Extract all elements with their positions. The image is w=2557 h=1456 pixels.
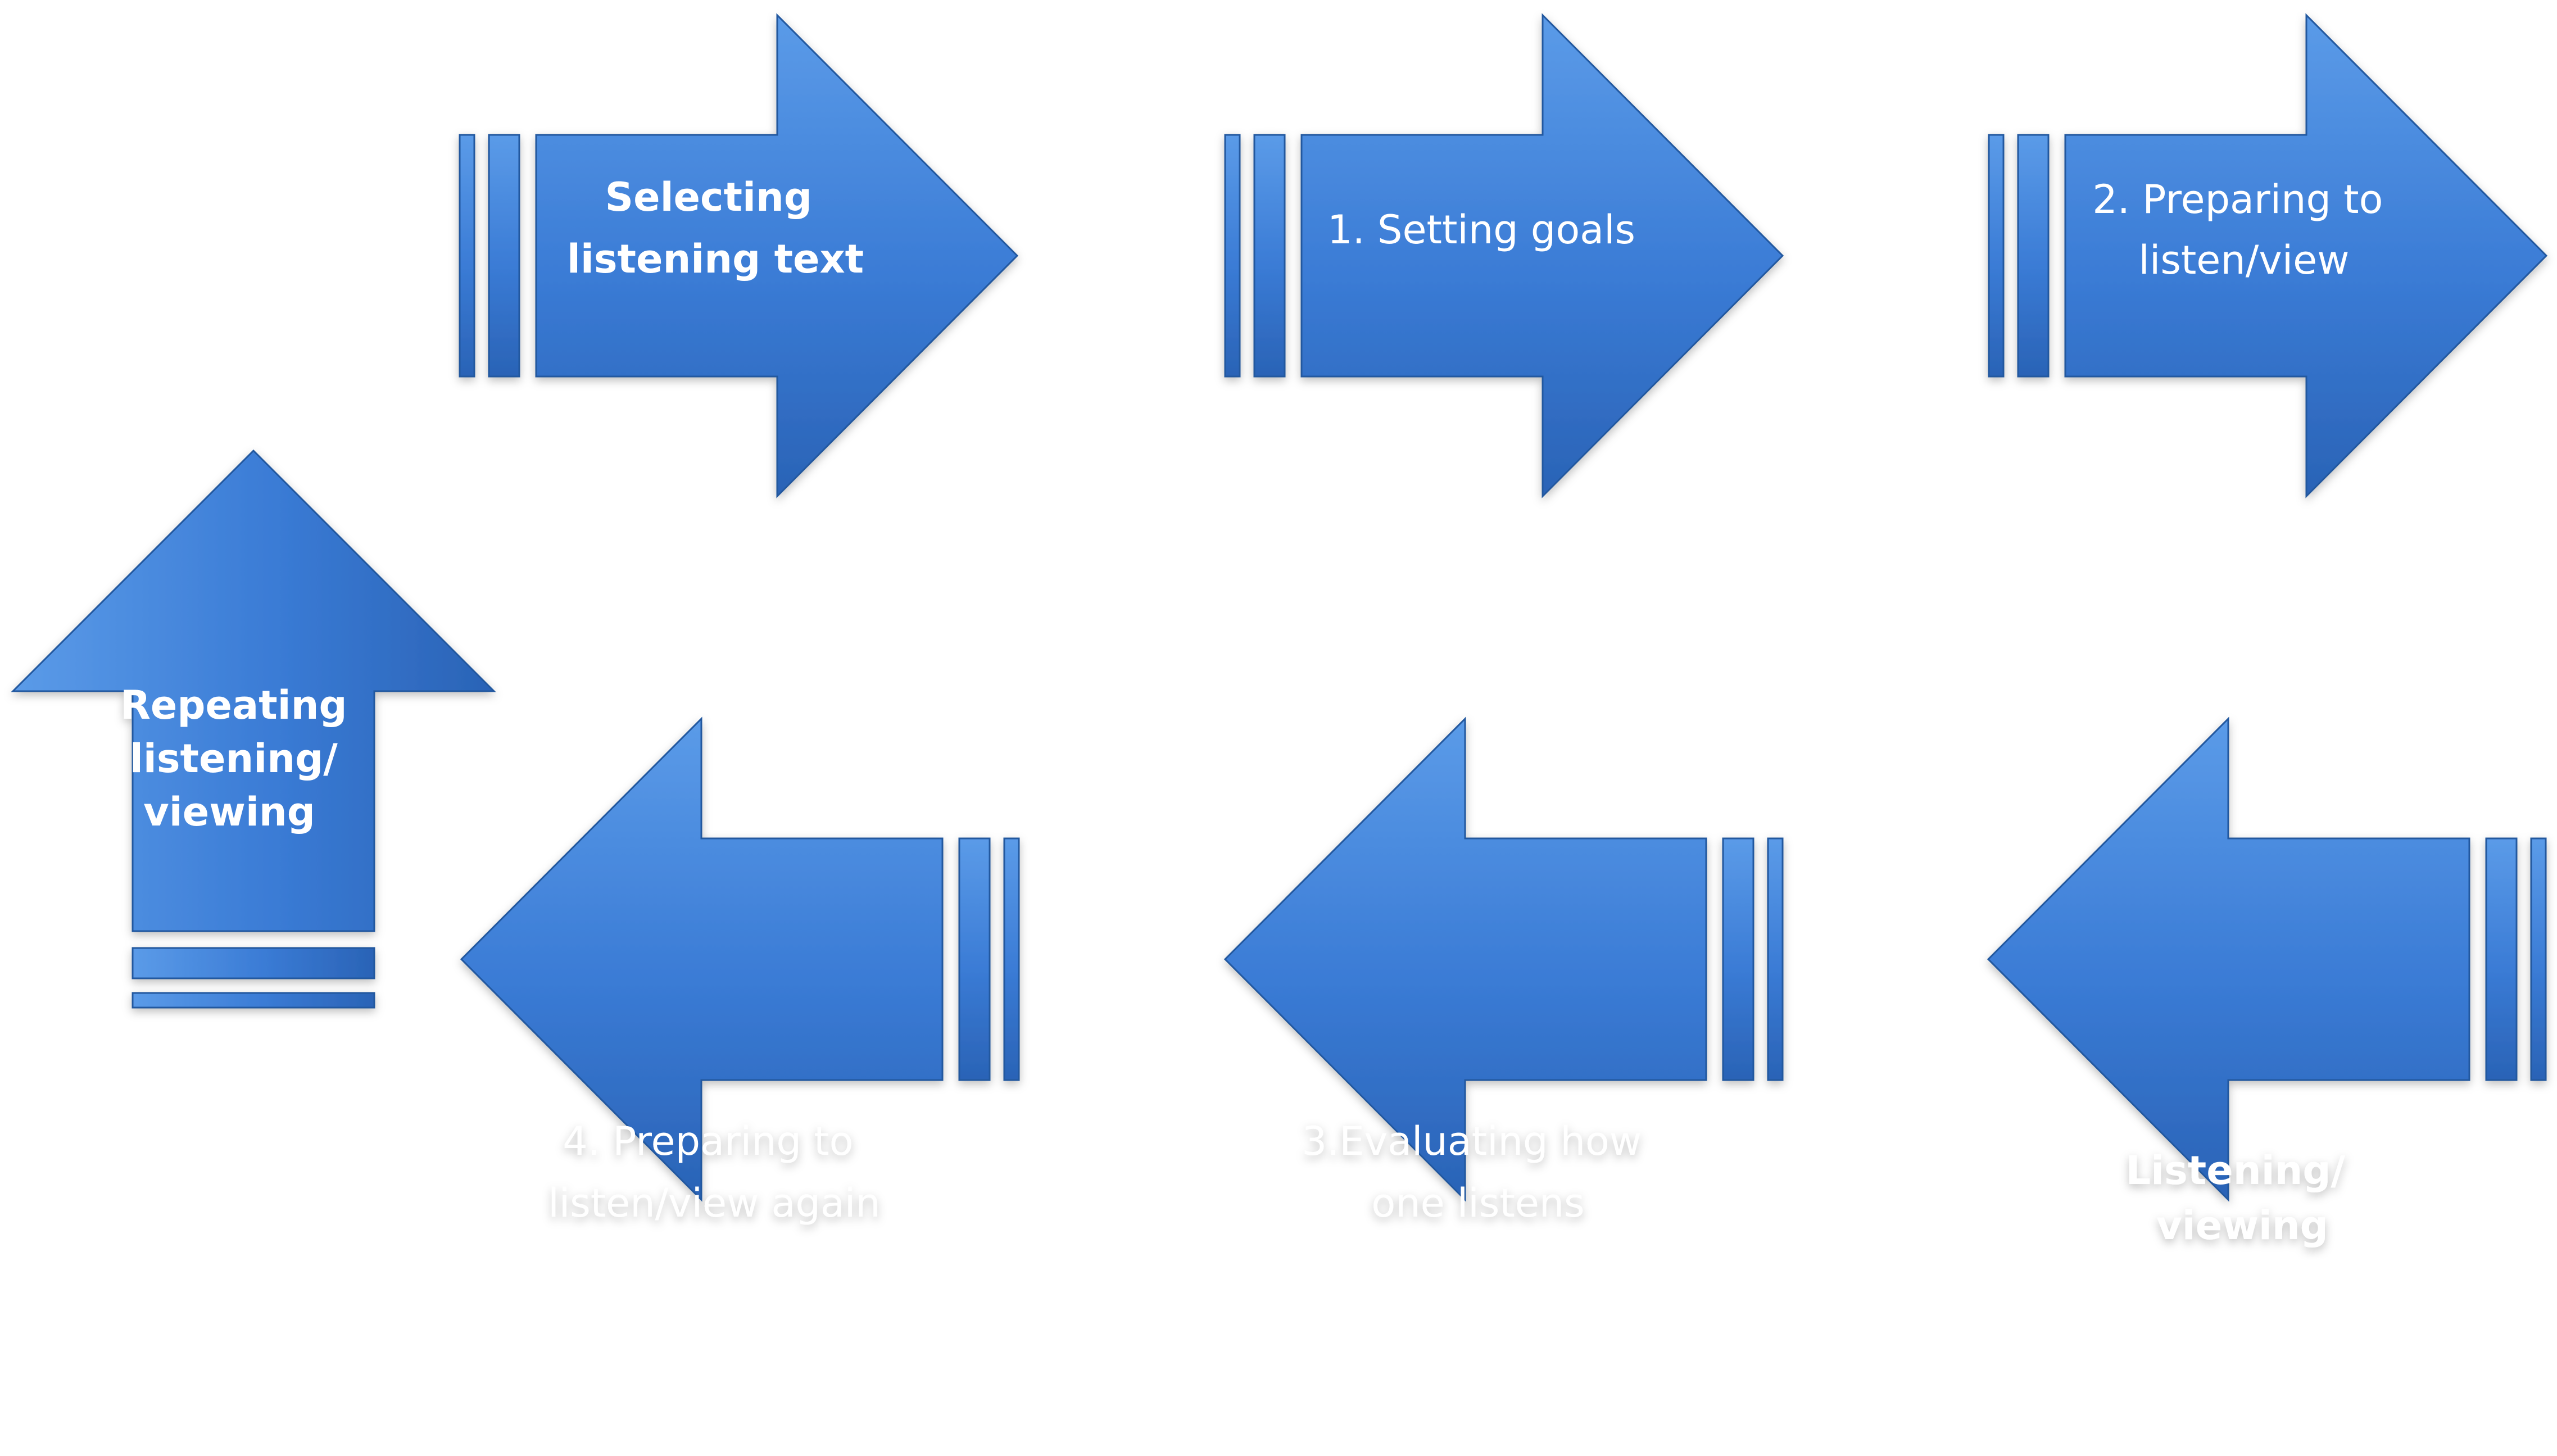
arrow-label-line: 1. Setting goals xyxy=(1327,207,1635,253)
arrow-stripe xyxy=(1767,837,1784,1081)
arrow-label-line: Selecting xyxy=(605,174,812,220)
arrow-label-line: viewing xyxy=(2156,1203,2328,1249)
arrow-label-line: listening/ xyxy=(130,736,338,782)
arrow-label-line: one listens xyxy=(1371,1180,1584,1226)
arrow-body xyxy=(1300,13,1784,498)
arrow-stripe xyxy=(488,134,520,378)
svg-text:Listening/ viewing: Listening/ viewing xyxy=(2126,1147,2359,1249)
arrow-setting-goals: 1. Setting goals xyxy=(1224,13,1784,498)
arrow-listening-viewing: Listening/ viewing xyxy=(1987,716,2547,1249)
arrow-stripe xyxy=(132,992,375,1009)
arrow-label-line: listen/view again xyxy=(548,1180,880,1226)
arrow-preparing-again: 4. Preparing to listen/view again xyxy=(460,716,1020,1226)
arrow-stripe xyxy=(958,837,991,1081)
svg-text:Selecting listening text: Selecting listening text xyxy=(567,174,864,282)
arrow-stripe xyxy=(459,134,475,378)
arrow-stripe xyxy=(132,947,375,979)
arrow-label-line: 2. Preparing to xyxy=(2092,176,2383,223)
arrow-stripe xyxy=(1722,837,1754,1081)
arrow-preparing-to-listen: 2. Preparing to listen/view xyxy=(1988,13,2548,498)
arrow-label-line: Listening/ xyxy=(2126,1147,2346,1194)
arrow-body xyxy=(11,449,496,932)
arrow-label-line: viewing xyxy=(143,789,315,835)
arrow-body xyxy=(460,716,944,1202)
arrow-stripe xyxy=(1003,837,1020,1081)
arrow-body xyxy=(2064,13,2548,498)
arrow-stripe xyxy=(2530,837,2547,1081)
arrow-stripe xyxy=(1224,134,1241,378)
arrow-stripe xyxy=(1253,134,1286,378)
svg-text:Repeating listening/: Repeating listening/ viewing xyxy=(120,682,361,835)
arrow-label-line: Repeating xyxy=(120,682,347,728)
arrow-evaluating: 3.Evaluating how one listens xyxy=(1223,716,1784,1226)
arrow-body xyxy=(1223,716,1707,1202)
svg-text:4. Preparing to listen/v: 4. Preparing to listen/view again xyxy=(548,1118,880,1226)
svg-text:3.Evaluating how one lis: 3.Evaluating how one listens xyxy=(1302,1118,1654,1226)
svg-text:2. Preparing to listen/v: 2. Preparing to listen/view xyxy=(2092,176,2395,283)
arrow-repeating: Repeating listening/ viewing xyxy=(11,449,496,1009)
arrow-stripe xyxy=(1988,134,2005,378)
arrow-label-line: 4. Preparing to xyxy=(563,1118,853,1164)
svg-text:1. Setting goals: 1. Setting goals xyxy=(1327,207,1635,253)
arrow-label-line: 3.Evaluating how xyxy=(1302,1118,1642,1164)
arrow-label-line: listening text xyxy=(567,236,864,282)
arrow-body xyxy=(1987,716,2470,1202)
arrow-stripe xyxy=(2485,837,2518,1081)
arrow-stripe xyxy=(2017,134,2050,378)
arrow-selecting-listening-text: Selecting listening text xyxy=(459,13,1019,498)
arrow-body xyxy=(535,13,1019,498)
arrow-label-line: listen/view xyxy=(2138,237,2349,283)
